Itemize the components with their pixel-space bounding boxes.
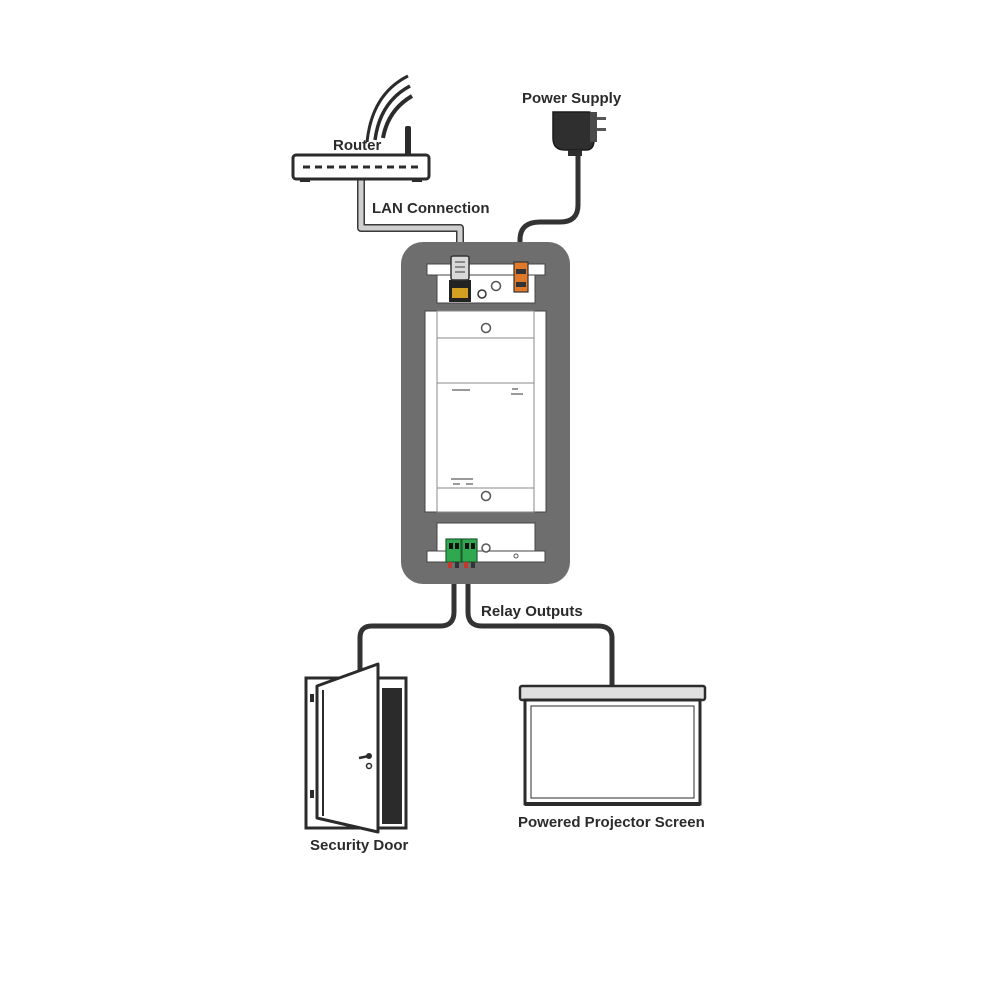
screw-hole-bottom: [481, 543, 491, 553]
lan-plug: [450, 255, 470, 281]
power-connector: [513, 261, 529, 293]
lan-connection-label: LAN Connection: [372, 200, 490, 217]
projector-screen-label: Powered Projector Screen: [518, 814, 705, 831]
relay-controller-device: [401, 242, 570, 584]
lan-port: [449, 280, 487, 302]
power-supply-label: Power Supply: [522, 90, 622, 107]
relay-cable-screen: [465, 568, 615, 688]
router-label: Router: [333, 137, 381, 154]
door-icon: [304, 662, 408, 834]
screw-hole-bottom-right: [513, 553, 519, 559]
relay-cable-door: [357, 568, 457, 672]
power-cable: [517, 152, 581, 264]
relay-terminal-1: [445, 538, 462, 568]
projector-screen-icon: [518, 684, 707, 806]
screw-hole-lower: [480, 490, 492, 502]
router-icon: [291, 74, 431, 182]
relay-terminal-2: [461, 538, 478, 568]
screw-hole-top: [490, 280, 502, 292]
relay-outputs-label: Relay Outputs: [481, 603, 583, 620]
power-adapter-icon: [552, 111, 606, 156]
screw-hole-upper: [480, 322, 492, 334]
security-door-label: Security Door: [310, 837, 409, 854]
